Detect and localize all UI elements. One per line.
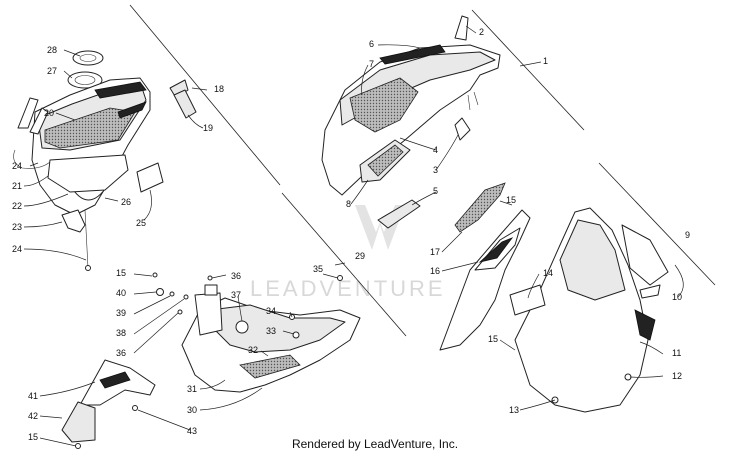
callout-36-bottom: 36 xyxy=(116,348,126,358)
callout-6: 6 xyxy=(369,39,374,49)
callout-20: 20 xyxy=(44,108,54,118)
callout-5: 5 xyxy=(433,186,438,196)
belly-mesh xyxy=(239,354,301,379)
callout-37: 37 xyxy=(231,290,241,300)
callout-31: 31 xyxy=(187,384,197,394)
callout-24-upper: 24 xyxy=(12,161,22,171)
callout-24-lower: 24 xyxy=(12,244,22,254)
leader-lines xyxy=(23,25,684,447)
group-brackets xyxy=(129,4,716,337)
callout-9: 9 xyxy=(685,230,690,240)
callout-41: 41 xyxy=(28,391,38,401)
callout-22: 22 xyxy=(12,201,22,211)
callout-36-top: 36 xyxy=(231,271,241,281)
upper-console-assembly xyxy=(13,50,197,271)
callout-42: 42 xyxy=(28,411,38,421)
callout-18: 18 xyxy=(214,84,224,94)
console-mesh xyxy=(44,107,136,149)
ring-27 xyxy=(67,71,103,89)
callout-8: 8 xyxy=(346,199,351,209)
callout-14: 14 xyxy=(543,268,553,278)
lower-belly-pan-assembly xyxy=(152,272,361,393)
callout-43: 43 xyxy=(187,426,197,436)
front-hood-assembly xyxy=(321,15,501,229)
callout-12: 12 xyxy=(672,371,682,381)
callout-35: 35 xyxy=(313,264,323,274)
callout-21: 21 xyxy=(12,181,22,191)
callout-27: 27 xyxy=(47,66,57,76)
callout-15-right-top: 15 xyxy=(506,195,516,205)
side-panel-assembly xyxy=(439,182,669,413)
callout-15-bottom-center: 15 xyxy=(116,268,126,278)
ring-28 xyxy=(72,50,104,66)
footer-credit: Rendered by LeadVenture, Inc. xyxy=(291,437,459,451)
callout-30: 30 xyxy=(187,405,197,415)
callout-15-bottom-left: 15 xyxy=(28,432,38,442)
watermark-logo: LEADVENTURE xyxy=(250,205,446,301)
callout-1: 1 xyxy=(543,56,548,66)
callout-15-right-bottom: 15 xyxy=(488,334,498,344)
callout-19: 19 xyxy=(203,123,213,133)
callout-2: 2 xyxy=(479,27,484,37)
callout-33: 33 xyxy=(266,326,276,336)
hood-mesh xyxy=(349,77,419,133)
callout-25: 25 xyxy=(136,218,146,228)
callout-26: 26 xyxy=(121,197,131,207)
callout-4: 4 xyxy=(433,145,438,155)
callout-10: 10 xyxy=(672,292,682,302)
callout-11: 11 xyxy=(672,348,681,358)
callout-32: 32 xyxy=(248,345,258,355)
callout-13: 13 xyxy=(509,405,519,415)
callout-17: 17 xyxy=(430,247,440,257)
callout-16: 16 xyxy=(430,266,440,276)
callout-28: 28 xyxy=(47,45,57,55)
callout-34: 34 xyxy=(266,306,276,316)
callout-38: 38 xyxy=(116,328,126,338)
callout-7: 7 xyxy=(369,59,374,69)
vent-grille xyxy=(454,182,506,233)
callout-40: 40 xyxy=(116,288,126,298)
watermark-text: LEADVENTURE xyxy=(250,276,446,301)
lower-left-panels xyxy=(61,359,156,449)
callout-23: 23 xyxy=(12,222,22,232)
callout-29: 29 xyxy=(355,251,365,261)
callout-labels: 1 2 3 4 5 6 7 8 9 10 11 12 13 14 15 15 1… xyxy=(12,27,690,442)
callout-39: 39 xyxy=(116,308,126,318)
callout-3: 3 xyxy=(433,165,438,175)
